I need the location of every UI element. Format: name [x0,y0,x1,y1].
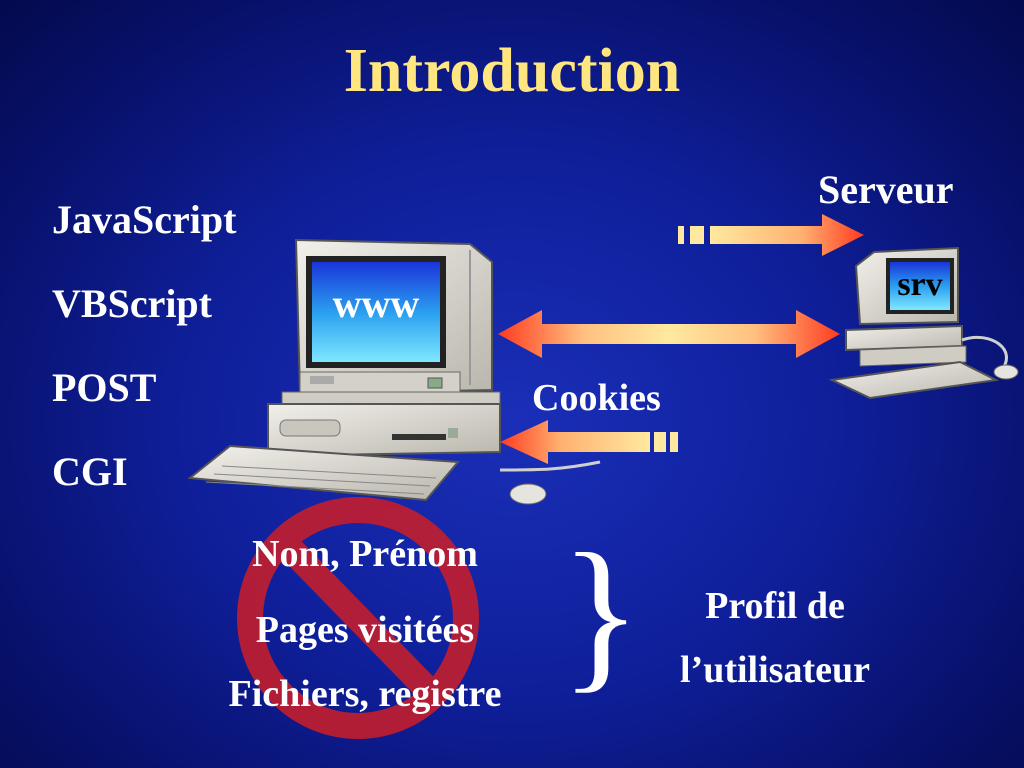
server-screen-text: srv [897,266,943,303]
data-item-name: Nom, Prénom [252,533,478,575]
tech-post: POST [52,365,157,410]
client-screen-text: www [332,281,420,326]
bidirectional-arrow [498,310,840,358]
server-computer-icon [828,246,1019,400]
slide-title: Introduction [343,37,681,105]
client-computer-icon [187,238,601,505]
tech-vbscript: VBScript [52,281,212,326]
tech-cgi: CGI [52,449,128,494]
server-label: Serveur [818,167,954,212]
arrow-cookies [500,420,678,464]
data-item-files: Fichiers, registre [228,673,502,715]
no-sign-icon [237,497,479,739]
grouping-brace: } [560,519,642,707]
data-item-pages: Pages visitées [255,609,475,651]
profile-label: Profil de l’utilisateur [640,574,910,702]
arrow-to-server [678,214,864,256]
tech-javascript: JavaScript [52,197,237,242]
profile-line-1: Profil de [705,585,845,627]
cookies-label: Cookies [532,377,661,419]
profile-line-2: l’utilisateur [680,649,870,691]
